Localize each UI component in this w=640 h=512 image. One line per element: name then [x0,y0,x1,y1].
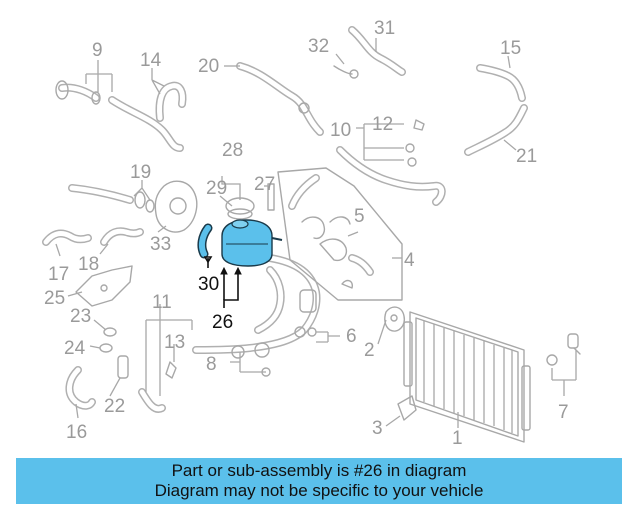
callout-26: 26 [212,312,233,333]
bracket-2 [384,306,405,332]
expansion-tank-26 [221,219,283,267]
callout-10: 10 [330,120,351,141]
callout-9: 9 [92,40,103,61]
callout-20: 20 [198,56,219,77]
callout-28: 28 [222,140,243,161]
hose-11 [138,361,177,413]
callout-31: 31 [374,18,395,39]
hose-17 [42,229,92,246]
hose-14 [155,81,187,122]
callout-6: 6 [346,326,357,347]
radiator-1 [403,311,531,443]
hose-15 [476,64,526,102]
sensor-22 [117,355,129,379]
cap-28 [225,197,255,220]
callout-7: 7 [558,402,569,423]
leader-lines [55,38,577,428]
sensor-23 [103,327,117,337]
callout-14: 14 [140,50,162,71]
callout-23: 23 [70,306,91,327]
housing-33 [154,180,198,233]
hose-31 [348,26,406,76]
callout-30: 30 [198,274,219,295]
bracket-25 [75,265,133,307]
callout-32: 32 [308,36,329,57]
callout-1: 1 [452,428,463,449]
sensor-24 [99,343,113,353]
banner-line-2: Diagram may not be specific to your vehi… [154,481,484,500]
callout-17: 17 [48,264,69,285]
callout-21: 21 [516,146,537,167]
pipe-20 [236,62,324,136]
hose-30 [197,223,213,259]
bracket-3 [397,395,417,421]
callout-13: 13 [164,332,185,353]
part-info-banner: Part or sub-assembly is #26 in diagram D… [16,458,622,504]
callout-4: 4 [404,250,415,271]
callout-12: 12 [372,114,393,135]
callout-18: 18 [78,254,99,275]
callout-15: 15 [500,38,521,59]
callout-3: 3 [372,418,383,439]
pipe-21 [464,104,528,156]
callout-29: 29 [206,178,227,199]
parts-diagram: 9 14 20 31 32 15 12 10 21 28 19 29 27 5 … [42,18,581,449]
callout-25: 25 [44,288,65,309]
sensor-7 [546,333,581,366]
banner-line-1: Part or sub-assembly is #26 in diagram [171,461,467,480]
callout-33: 33 [150,234,171,255]
callout-24: 24 [64,338,86,359]
callout-8: 8 [206,354,217,375]
leader-lines-highlighted [203,256,242,308]
hose-18 [100,227,144,246]
callout-2-left: 2 [364,340,375,361]
callout-27: 27 [254,174,275,195]
callout-5: 5 [354,206,365,227]
hose-19 [68,184,155,213]
pipe-10 [336,119,446,206]
hose-assembly-9 [55,80,184,152]
engine-components [267,167,403,301]
callout-numbers: 9 14 20 31 32 15 12 10 21 28 19 29 27 5 … [44,18,569,449]
callout-19: 19 [130,162,151,183]
callout-11: 11 [152,292,172,313]
clamp-32 [333,65,359,79]
callout-22: 22 [104,396,125,417]
callout-16: 16 [66,422,87,443]
hose-16 [65,366,96,410]
